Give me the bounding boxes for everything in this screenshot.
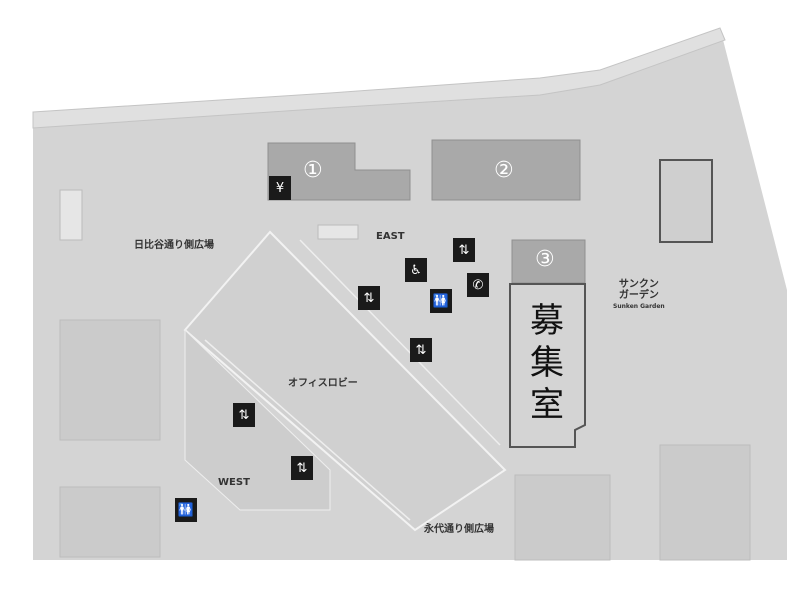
elevator-icon: ⇅ xyxy=(233,403,255,427)
elevator-icon: ⇅ xyxy=(410,338,432,362)
wheelchair-icon: ♿ xyxy=(405,258,427,282)
west-label: WEST xyxy=(218,477,250,488)
elevator-icon: ⇅ xyxy=(453,238,475,262)
office-lobby-band xyxy=(183,230,507,532)
plaza-block-bottom-right xyxy=(514,474,611,561)
atm-icon: ¥ xyxy=(269,176,291,200)
elevator-icon: ⇅ xyxy=(291,456,313,480)
sunken-garden-label: サンクン ガーデン Sunken Garden xyxy=(613,279,665,312)
elevator-icon: ⇅ xyxy=(358,286,380,310)
building-3 xyxy=(511,239,586,284)
recruitment-room-outline xyxy=(509,283,586,448)
hibiya-plaza-label: 日比谷通り側広場 xyxy=(134,240,214,251)
restroom-icon: 🚻 xyxy=(175,498,197,522)
building-3-label: ③ xyxy=(535,247,555,272)
plaza-block-left xyxy=(59,319,161,441)
road-top xyxy=(32,27,726,129)
building-1-label: ① xyxy=(303,158,323,183)
office-lobby-label: オフィスロビー xyxy=(288,378,358,389)
building-2-label: ② xyxy=(494,158,514,183)
recruitment-room-label: 募集室 xyxy=(530,301,564,425)
building-2 xyxy=(431,139,581,201)
stairs-left xyxy=(59,189,83,241)
sunken-garden-jp-1: サンクン xyxy=(618,279,659,290)
sunken-garden-jp-2: ガーデン xyxy=(618,290,659,301)
walkway-lines xyxy=(299,239,501,446)
east-label: EAST xyxy=(376,231,405,242)
plaza-block-bottom-left xyxy=(59,486,161,558)
stairs-east xyxy=(317,224,359,240)
building-1 xyxy=(267,142,411,201)
phone-icon: ✆ xyxy=(467,273,489,297)
walkway-lines-2 xyxy=(204,339,411,521)
plaza-block-right xyxy=(659,444,751,561)
restroom-icon: 🚻 xyxy=(430,289,452,313)
sunken-garden-en: Sunken Garden xyxy=(613,303,665,310)
eitai-plaza-label: 永代通り側広場 xyxy=(424,524,494,535)
sunken-garden-outline xyxy=(659,159,713,243)
